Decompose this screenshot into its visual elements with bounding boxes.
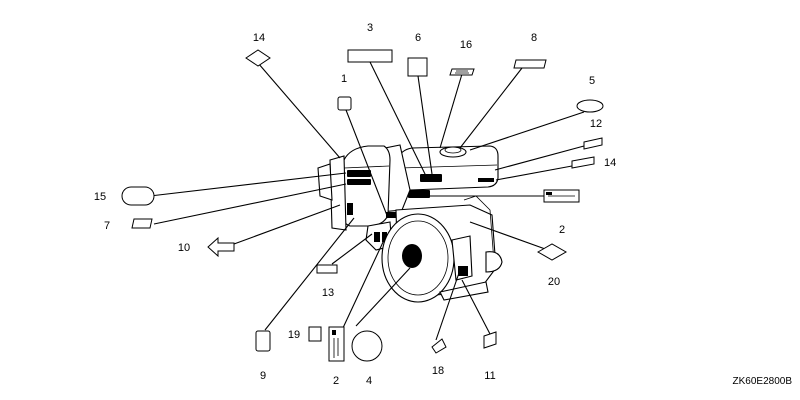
diagram-code: ZK60E2800B xyxy=(733,376,793,387)
callout-20: 20 xyxy=(548,276,560,288)
callout-7: 7 xyxy=(104,220,110,232)
callout-2-lower: 2 xyxy=(333,375,339,387)
callout-19: 19 xyxy=(288,329,300,341)
sticker-12 xyxy=(583,137,603,150)
engine-body xyxy=(317,144,503,303)
sticker-1 xyxy=(337,96,352,111)
sticker-8 xyxy=(513,59,547,69)
callout-11: 11 xyxy=(484,370,495,382)
sticker-3 xyxy=(347,49,393,63)
sticker-16 xyxy=(121,186,155,206)
sticker-5 xyxy=(576,99,604,113)
callout-16: 15 xyxy=(94,191,106,203)
callout-3: 3 xyxy=(367,22,373,34)
callout-2-upper: 2 xyxy=(559,224,565,236)
sticker-10-arrow xyxy=(207,236,235,258)
callout-1: 1 xyxy=(341,73,347,85)
callout-10: 10 xyxy=(178,242,190,254)
callout-8: 8 xyxy=(531,32,537,44)
callout-4: 4 xyxy=(366,375,372,387)
sticker-6 xyxy=(407,57,428,77)
callout-13: 13 xyxy=(322,287,334,299)
callout-17: 16 xyxy=(460,39,472,51)
leader-lines xyxy=(149,61,585,341)
sticker-19 xyxy=(308,326,322,342)
callout-15: 14 xyxy=(253,32,265,44)
sticker-2-lower xyxy=(328,326,345,362)
callout-18: 18 xyxy=(432,365,444,377)
sticker-20 xyxy=(536,243,568,261)
sticker-4 xyxy=(351,330,383,362)
sticker-17 xyxy=(449,68,475,76)
sticker-13 xyxy=(316,264,338,274)
callout-numbers: 14 3 6 16 8 1 5 12 14 15 2 7 10 20 13 19… xyxy=(94,22,616,387)
sticker-11 xyxy=(483,331,497,349)
sticker-15 xyxy=(245,49,271,67)
sticker-9 xyxy=(255,330,271,352)
callout-12: 12 xyxy=(590,118,602,130)
stickers xyxy=(121,49,604,362)
callout-6: 6 xyxy=(415,32,421,44)
callout-14: 14 xyxy=(604,157,616,169)
callout-9: 9 xyxy=(260,370,266,382)
sticker-7 xyxy=(131,218,153,229)
sticker-18 xyxy=(431,338,447,354)
sticker-14 xyxy=(571,156,595,169)
callout-5: 5 xyxy=(589,75,595,87)
